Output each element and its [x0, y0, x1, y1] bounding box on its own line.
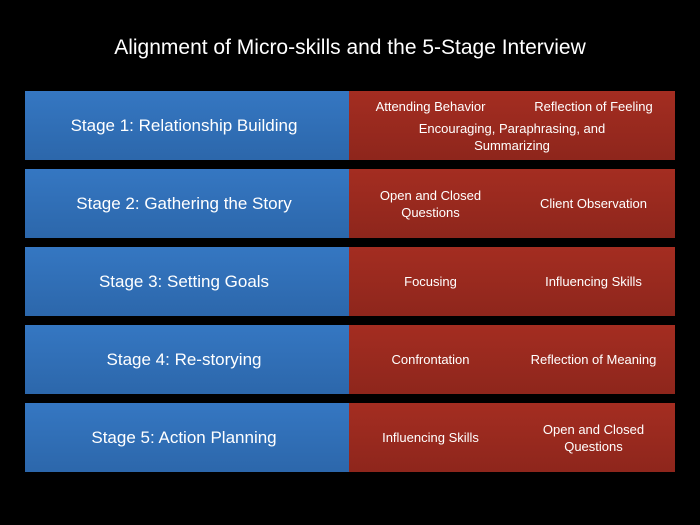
skill-focusing: Focusing [404, 274, 457, 289]
stage-label-1: Stage 1: Relationship Building [25, 91, 349, 160]
skill-confrontation: Confrontation [391, 352, 470, 367]
stage-table: Stage 1: Relationship Building Attending… [25, 91, 675, 481]
stage-row-3: Stage 3: Setting Goals Focusing Influenc… [25, 247, 675, 316]
stage-label-5: Stage 5: Action Planning [25, 403, 349, 472]
stage-row-4: Stage 4: Re-storying Confrontation Refle… [25, 325, 675, 394]
skill-open-closed-questions: Open and Closed Questions [379, 187, 482, 220]
skills-box-1: Attending Behavior Reflection of Feeling… [349, 91, 675, 160]
skill-influencing-skills: Influencing Skills [382, 430, 479, 445]
skill-reflection-of-feeling: Reflection of Feeling [534, 99, 653, 114]
skill-client-observation: Client Observation [540, 196, 647, 211]
skill-attending-behavior: Attending Behavior [375, 99, 486, 114]
stage-row-5: Stage 5: Action Planning Influencing Ski… [25, 403, 675, 472]
stage-row-1: Stage 1: Relationship Building Attending… [25, 91, 675, 160]
stage-label-2: Stage 2: Gathering the Story [25, 169, 349, 238]
skill-influencing-skills: Influencing Skills [545, 274, 642, 289]
skill-open-closed-questions: Open and Closed Questions [542, 421, 645, 454]
skills-box-3: Focusing Influencing Skills [349, 247, 675, 316]
skills-box-4: Confrontation Reflection of Meaning [349, 325, 675, 394]
stage-label-4: Stage 4: Re-storying [25, 325, 349, 394]
skills-box-2: Open and Closed Questions Client Observa… [349, 169, 675, 238]
page-title: Alignment of Micro-skills and the 5-Stag… [114, 36, 586, 59]
skills-box-5: Influencing Skills Open and Closed Quest… [349, 403, 675, 472]
stage-label-3: Stage 3: Setting Goals [25, 247, 349, 316]
stage-row-2: Stage 2: Gathering the Story Open and Cl… [25, 169, 675, 238]
skill-reflection-of-meaning: Reflection of Meaning [530, 352, 657, 367]
skill-encouraging-paraphrasing-summarizing: Encouraging, Paraphrasing, and Summarizi… [418, 121, 606, 153]
